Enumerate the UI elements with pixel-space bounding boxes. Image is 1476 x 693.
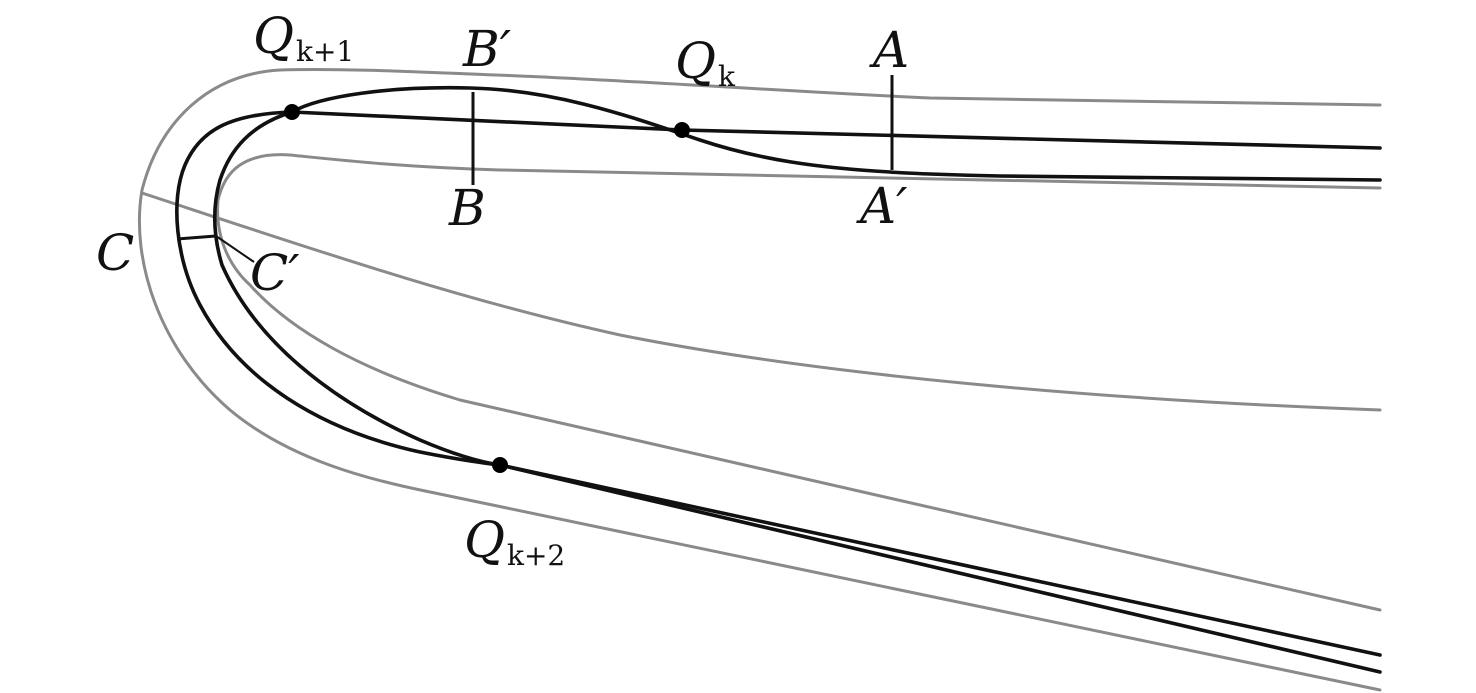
label-q-k-plus-2-main: Q [464, 511, 505, 569]
inner-boundary-curve [216, 153, 1382, 612]
leader-c-prime [215, 235, 255, 263]
upper-path-curve [175, 110, 1382, 674]
chord-line [140, 191, 1382, 412]
label-b: B [448, 179, 486, 237]
point-q-k-plus-1 [284, 104, 300, 120]
label-q-k-main: Q [675, 32, 716, 90]
label-q-k-plus-1-main: Q [253, 7, 294, 65]
label-b-prime: B′ [462, 20, 512, 78]
label-q-k-plus-2-sub: k+2 [507, 539, 565, 572]
label-c-prime: C′ [250, 244, 300, 302]
label-q-k-plus-1-sub: k+1 [296, 35, 354, 68]
lower-path-curve [212, 85, 1382, 657]
segment-c-c-prime [176, 234, 217, 241]
label-q-k: Qk [675, 32, 736, 93]
outer-boundary-curve [138, 67, 1382, 692]
label-q-k-sub: k [718, 60, 736, 93]
label-q-k-plus-1: Qk+1 [253, 7, 354, 68]
label-q-k-plus-2: Qk+2 [464, 511, 565, 572]
label-a: A [869, 21, 909, 79]
point-q-k [674, 122, 690, 138]
label-a-prime: A′ [856, 177, 908, 235]
point-q-k-plus-2 [492, 457, 508, 473]
label-c: C [96, 224, 134, 282]
